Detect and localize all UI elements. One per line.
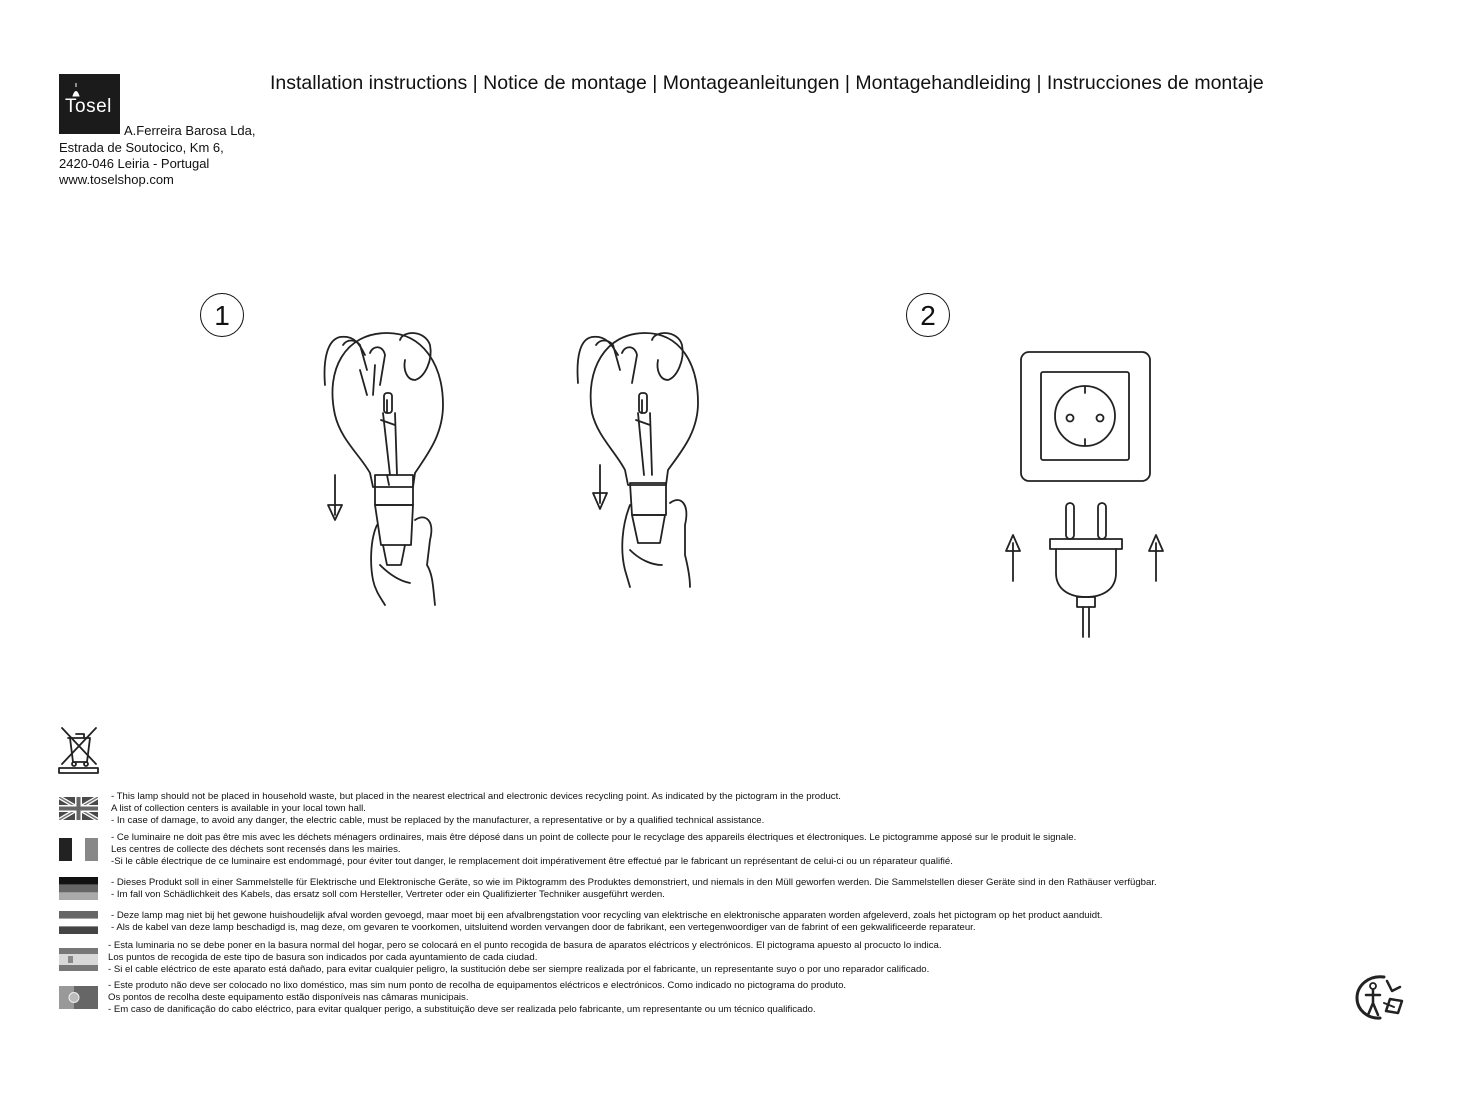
- france-flag-icon: [59, 838, 98, 861]
- address-street: Estrada de Soutocico, Km 6,: [59, 140, 224, 155]
- crossed-bin-icon: [58, 727, 99, 774]
- company-name: A.Ferreira Barosa Lda,: [124, 123, 256, 138]
- website-link[interactable]: www.toselshop.com: [59, 172, 174, 187]
- netherlands-flag-icon: [59, 911, 98, 934]
- step-2-number: 2: [906, 293, 950, 337]
- address-city: 2420-046 Leiria - Portugal: [59, 156, 210, 171]
- note-line: - This lamp should not be placed in hous…: [111, 791, 841, 802]
- bulb-install-illustration-b: [576, 332, 699, 588]
- step-1-number: 1: [200, 293, 244, 337]
- note-dutch: - Deze lamp mag niet bij het gewone huis…: [111, 910, 1102, 934]
- plug-socket-illustration: [1005, 351, 1164, 638]
- triman-recycle-icon: [1355, 975, 1404, 1020]
- note-line: - Em caso de danificação do cabo eléctri…: [108, 1003, 816, 1015]
- note-line: - Ce luminaire ne doit pas être mis avec…: [111, 832, 1077, 843]
- note-line: - Este produto não deve ser colocado no …: [108, 980, 847, 991]
- note-line: - Esta luminaria no se debe poner en la …: [108, 940, 942, 951]
- brand-name: Tosel: [65, 96, 112, 117]
- note-line: - Im fall von Schädlichkeit des Kabels, …: [111, 888, 665, 900]
- note-line: Los puntos de recogida de este tipo de b…: [108, 951, 538, 963]
- portugal-flag-icon: [59, 986, 98, 1009]
- note-line: - Si el cable eléctrico de este aparato …: [108, 963, 930, 975]
- page-title: Installation instructions | Notice de mo…: [270, 72, 1264, 94]
- uk-flag-icon: [59, 797, 98, 820]
- note-french: - Ce luminaire ne doit pas être mis avec…: [111, 832, 1076, 867]
- note-line: A list of collection centers is availabl…: [111, 802, 366, 814]
- note-line: Les centres de collecte des déchets sont…: [111, 843, 401, 855]
- bulb-install-illustration-a: [323, 332, 444, 606]
- note-line: - Dieses Produkt soll in einer Sammelste…: [111, 877, 1157, 888]
- note-german: - Dieses Produkt soll in einer Sammelste…: [111, 877, 1157, 901]
- germany-flag-icon: [59, 877, 98, 900]
- spain-flag-icon: [59, 948, 98, 971]
- brand-logo: Tosel: [59, 74, 120, 134]
- note-line: - In case of damage, to avoid any danger…: [111, 814, 765, 826]
- lamp-icon: [72, 83, 80, 97]
- note-line: Os pontos de recolha deste equipamento e…: [108, 991, 469, 1003]
- note-line: - Als de kabel van deze lamp beschadigd …: [111, 921, 976, 933]
- note-line: - Deze lamp mag niet bij het gewone huis…: [111, 910, 1103, 921]
- note-english: - This lamp should not be placed in hous…: [111, 791, 841, 826]
- note-spanish: - Esta luminaria no se debe poner en la …: [108, 940, 942, 975]
- note-portuguese: - Este produto não deve ser colocado no …: [108, 980, 846, 1015]
- note-line: -Si le câble électrique de ce luminaire …: [111, 855, 953, 867]
